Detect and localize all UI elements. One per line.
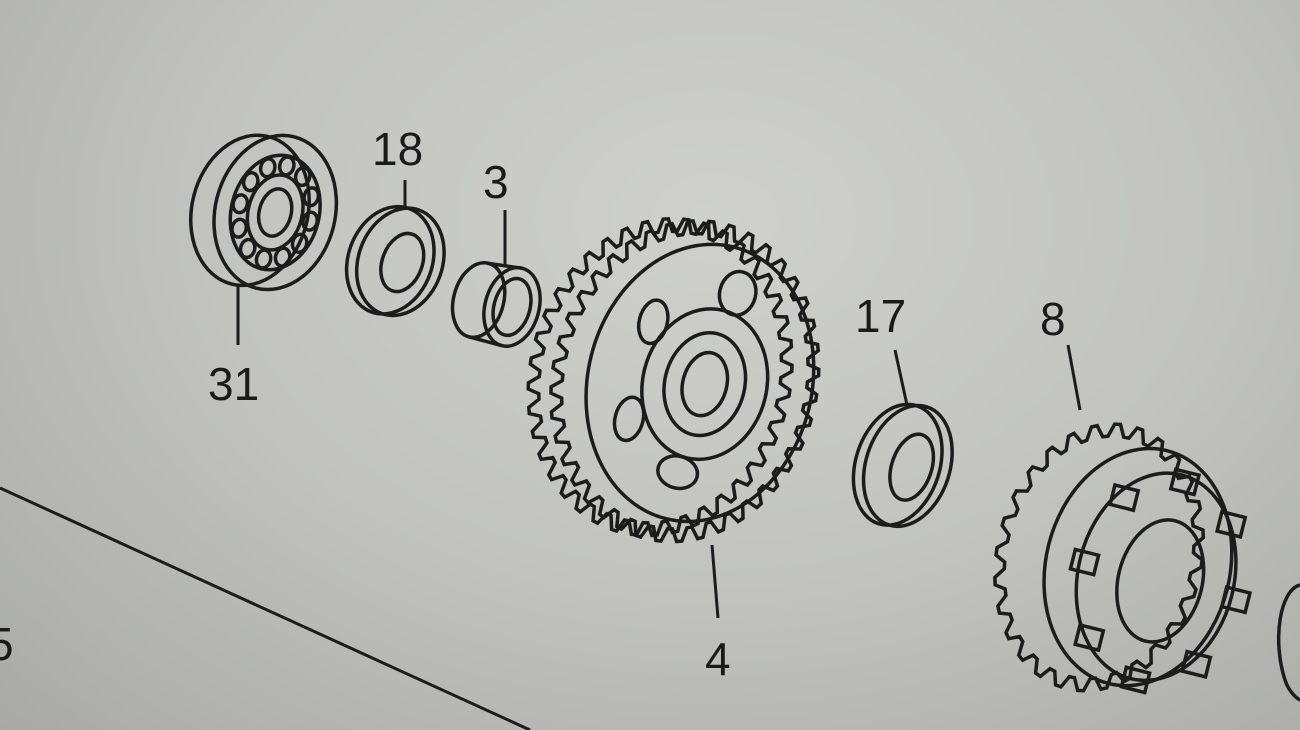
label-31: 31	[208, 358, 259, 410]
bearing-ball	[302, 186, 321, 208]
bearing-ball	[273, 246, 292, 268]
washer-17-part	[851, 402, 954, 529]
gear-dog	[1119, 665, 1152, 695]
circlip-part	[1276, 583, 1300, 702]
large-gear-part	[526, 216, 821, 544]
bearing-ball	[293, 165, 312, 188]
section-divider-line	[0, 486, 531, 730]
gear-dog	[1168, 467, 1202, 497]
bearing-ball	[231, 193, 250, 215]
bushing-part	[450, 261, 542, 348]
leader-line-17	[893, 349, 909, 406]
label-18: 18	[372, 123, 423, 175]
gear-dog	[1219, 585, 1253, 615]
bearing-ball	[241, 171, 260, 193]
bearing-part	[189, 133, 339, 292]
label-8: 8	[1040, 293, 1066, 345]
right-gear-part	[993, 422, 1253, 695]
gear-dog	[1073, 622, 1106, 653]
bearing-ball	[254, 248, 273, 270]
label-17: 17	[855, 290, 906, 342]
label-3: 3	[483, 156, 509, 208]
leader-line-4	[710, 544, 720, 619]
bearing-ball	[230, 217, 249, 239]
bearing-ball	[301, 210, 319, 232]
bearing-ball	[277, 155, 296, 177]
gear-dog	[1215, 509, 1248, 540]
gear-dog	[1180, 649, 1213, 679]
gear-dog	[1107, 482, 1141, 513]
label-5: 5	[0, 618, 14, 670]
label-4: 4	[705, 633, 731, 685]
bearing-ball	[258, 157, 277, 179]
gear-dog	[1068, 547, 1101, 577]
bearing-ball	[290, 232, 309, 254]
leader-line-8	[1066, 344, 1082, 411]
washer-18-part	[344, 204, 446, 318]
bearing-ball	[238, 237, 257, 260]
